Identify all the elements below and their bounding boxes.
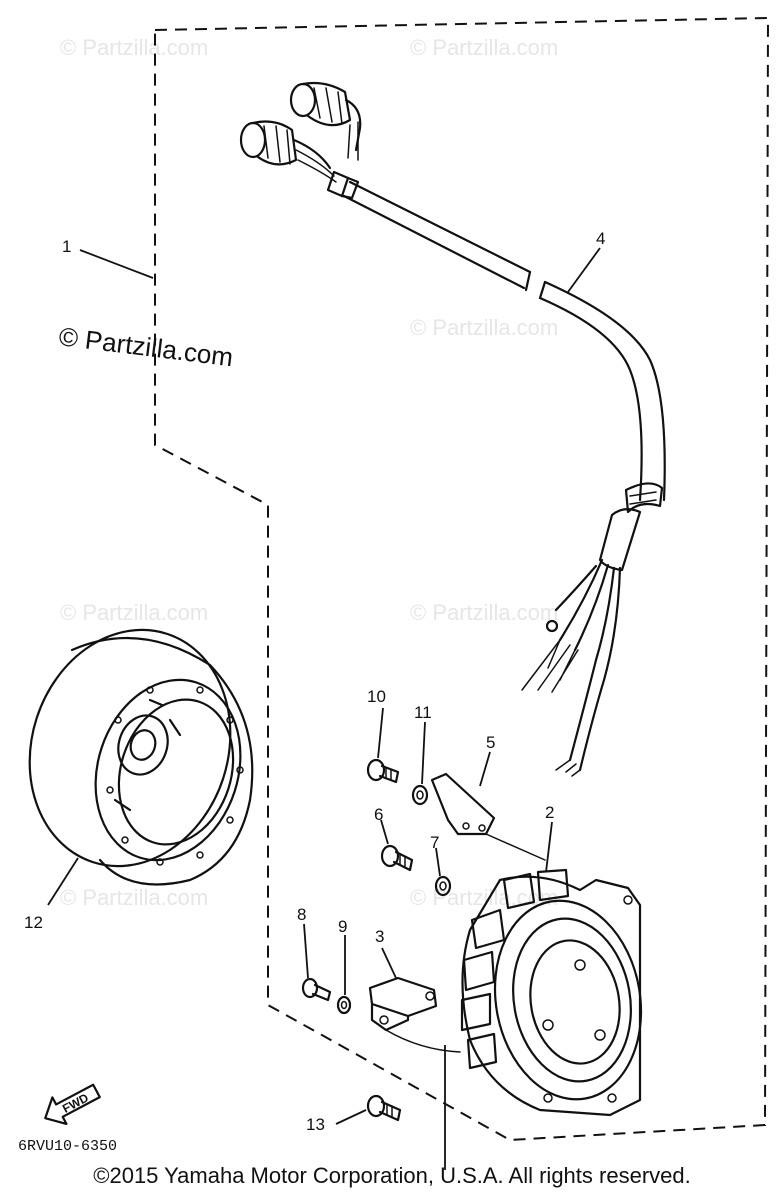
watermark-text: © Partzilla.com xyxy=(410,600,558,625)
watermark-grid: © Partzilla.com © Partzilla.com © Partzi… xyxy=(60,35,558,910)
callout-10: 10 xyxy=(367,687,386,706)
callout-13: 13 xyxy=(306,1115,325,1134)
rotor-holes xyxy=(106,686,244,866)
connector-lower xyxy=(239,120,337,183)
fwd-label: FWD xyxy=(60,1090,91,1115)
screw-13 xyxy=(366,1094,402,1122)
callout-4: 4 xyxy=(596,229,605,248)
wire-harness xyxy=(239,81,666,777)
callout-5: 5 xyxy=(486,733,495,752)
screw-8 xyxy=(301,977,332,1002)
callout-6: 6 xyxy=(374,805,383,824)
assembly-outline xyxy=(154,16,770,1142)
callout-12: 12 xyxy=(24,913,43,932)
callout-9: 9 xyxy=(338,917,347,936)
callout-8: 8 xyxy=(297,905,306,924)
washer-11 xyxy=(411,784,429,806)
watermark-text: © Partzilla.com xyxy=(60,600,208,625)
watermark-main: © Partzilla.com xyxy=(57,321,235,372)
flywheel-rotor xyxy=(28,628,254,886)
bracket xyxy=(430,772,546,861)
diagram-code: 6RVU10-6350 xyxy=(18,1138,117,1155)
watermark-text: © Partzilla.com xyxy=(60,885,208,910)
washer-9 xyxy=(336,995,352,1015)
watermark-text: © Partzilla.com xyxy=(60,35,208,60)
screw-6 xyxy=(380,844,414,872)
washer-7 xyxy=(434,875,452,897)
callout-labels: 1 2 3 4 5 6 7 8 9 10 11 12 13 xyxy=(24,229,605,1134)
stator-assembly xyxy=(460,868,643,1117)
watermark-text: © Partzilla.com xyxy=(410,35,558,60)
callout-3: 3 xyxy=(375,927,384,946)
leader-lines xyxy=(47,247,601,1170)
callout-2: 2 xyxy=(545,803,554,822)
callout-7: 7 xyxy=(430,833,439,852)
callout-1: 1 xyxy=(62,237,71,256)
connector-upper xyxy=(289,81,362,161)
callout-11: 11 xyxy=(414,703,432,722)
watermark-text: © Partzilla.com xyxy=(410,315,558,340)
pickup-coil xyxy=(368,976,461,1053)
copyright-notice: ©2015 Yamaha Motor Corporation, U.S.A. A… xyxy=(93,1163,691,1188)
screw-10 xyxy=(366,758,400,784)
fwd-arrow-icon: FWD xyxy=(44,1083,101,1125)
stator-coils xyxy=(460,868,570,1070)
